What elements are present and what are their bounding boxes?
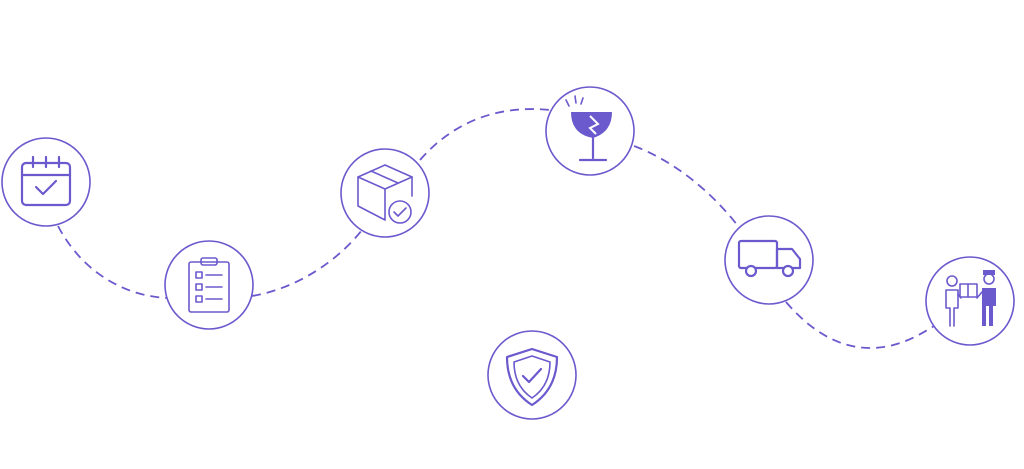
calendar-check-icon bbox=[20, 155, 72, 207]
dashed-route-path bbox=[57, 225, 169, 299]
shield-check-icon bbox=[505, 347, 559, 407]
delivery-truck-icon bbox=[737, 239, 802, 278]
dashed-route-path bbox=[419, 108, 551, 161]
dashed-route-path bbox=[633, 145, 739, 227]
shield-node bbox=[487, 330, 577, 420]
dashed-route-path bbox=[251, 229, 363, 297]
clipboard-node bbox=[164, 240, 254, 330]
box-check-icon bbox=[357, 164, 413, 224]
fragile-node bbox=[545, 86, 635, 176]
calendar-node bbox=[1, 137, 91, 227]
package-handover-icon bbox=[945, 270, 996, 327]
truck-node bbox=[724, 215, 814, 305]
handover-node bbox=[925, 256, 1015, 346]
clipboard-checklist-icon bbox=[188, 257, 230, 313]
dashed-route-path bbox=[785, 301, 935, 349]
box-node bbox=[340, 148, 430, 238]
broken-glass-icon bbox=[565, 95, 612, 162]
